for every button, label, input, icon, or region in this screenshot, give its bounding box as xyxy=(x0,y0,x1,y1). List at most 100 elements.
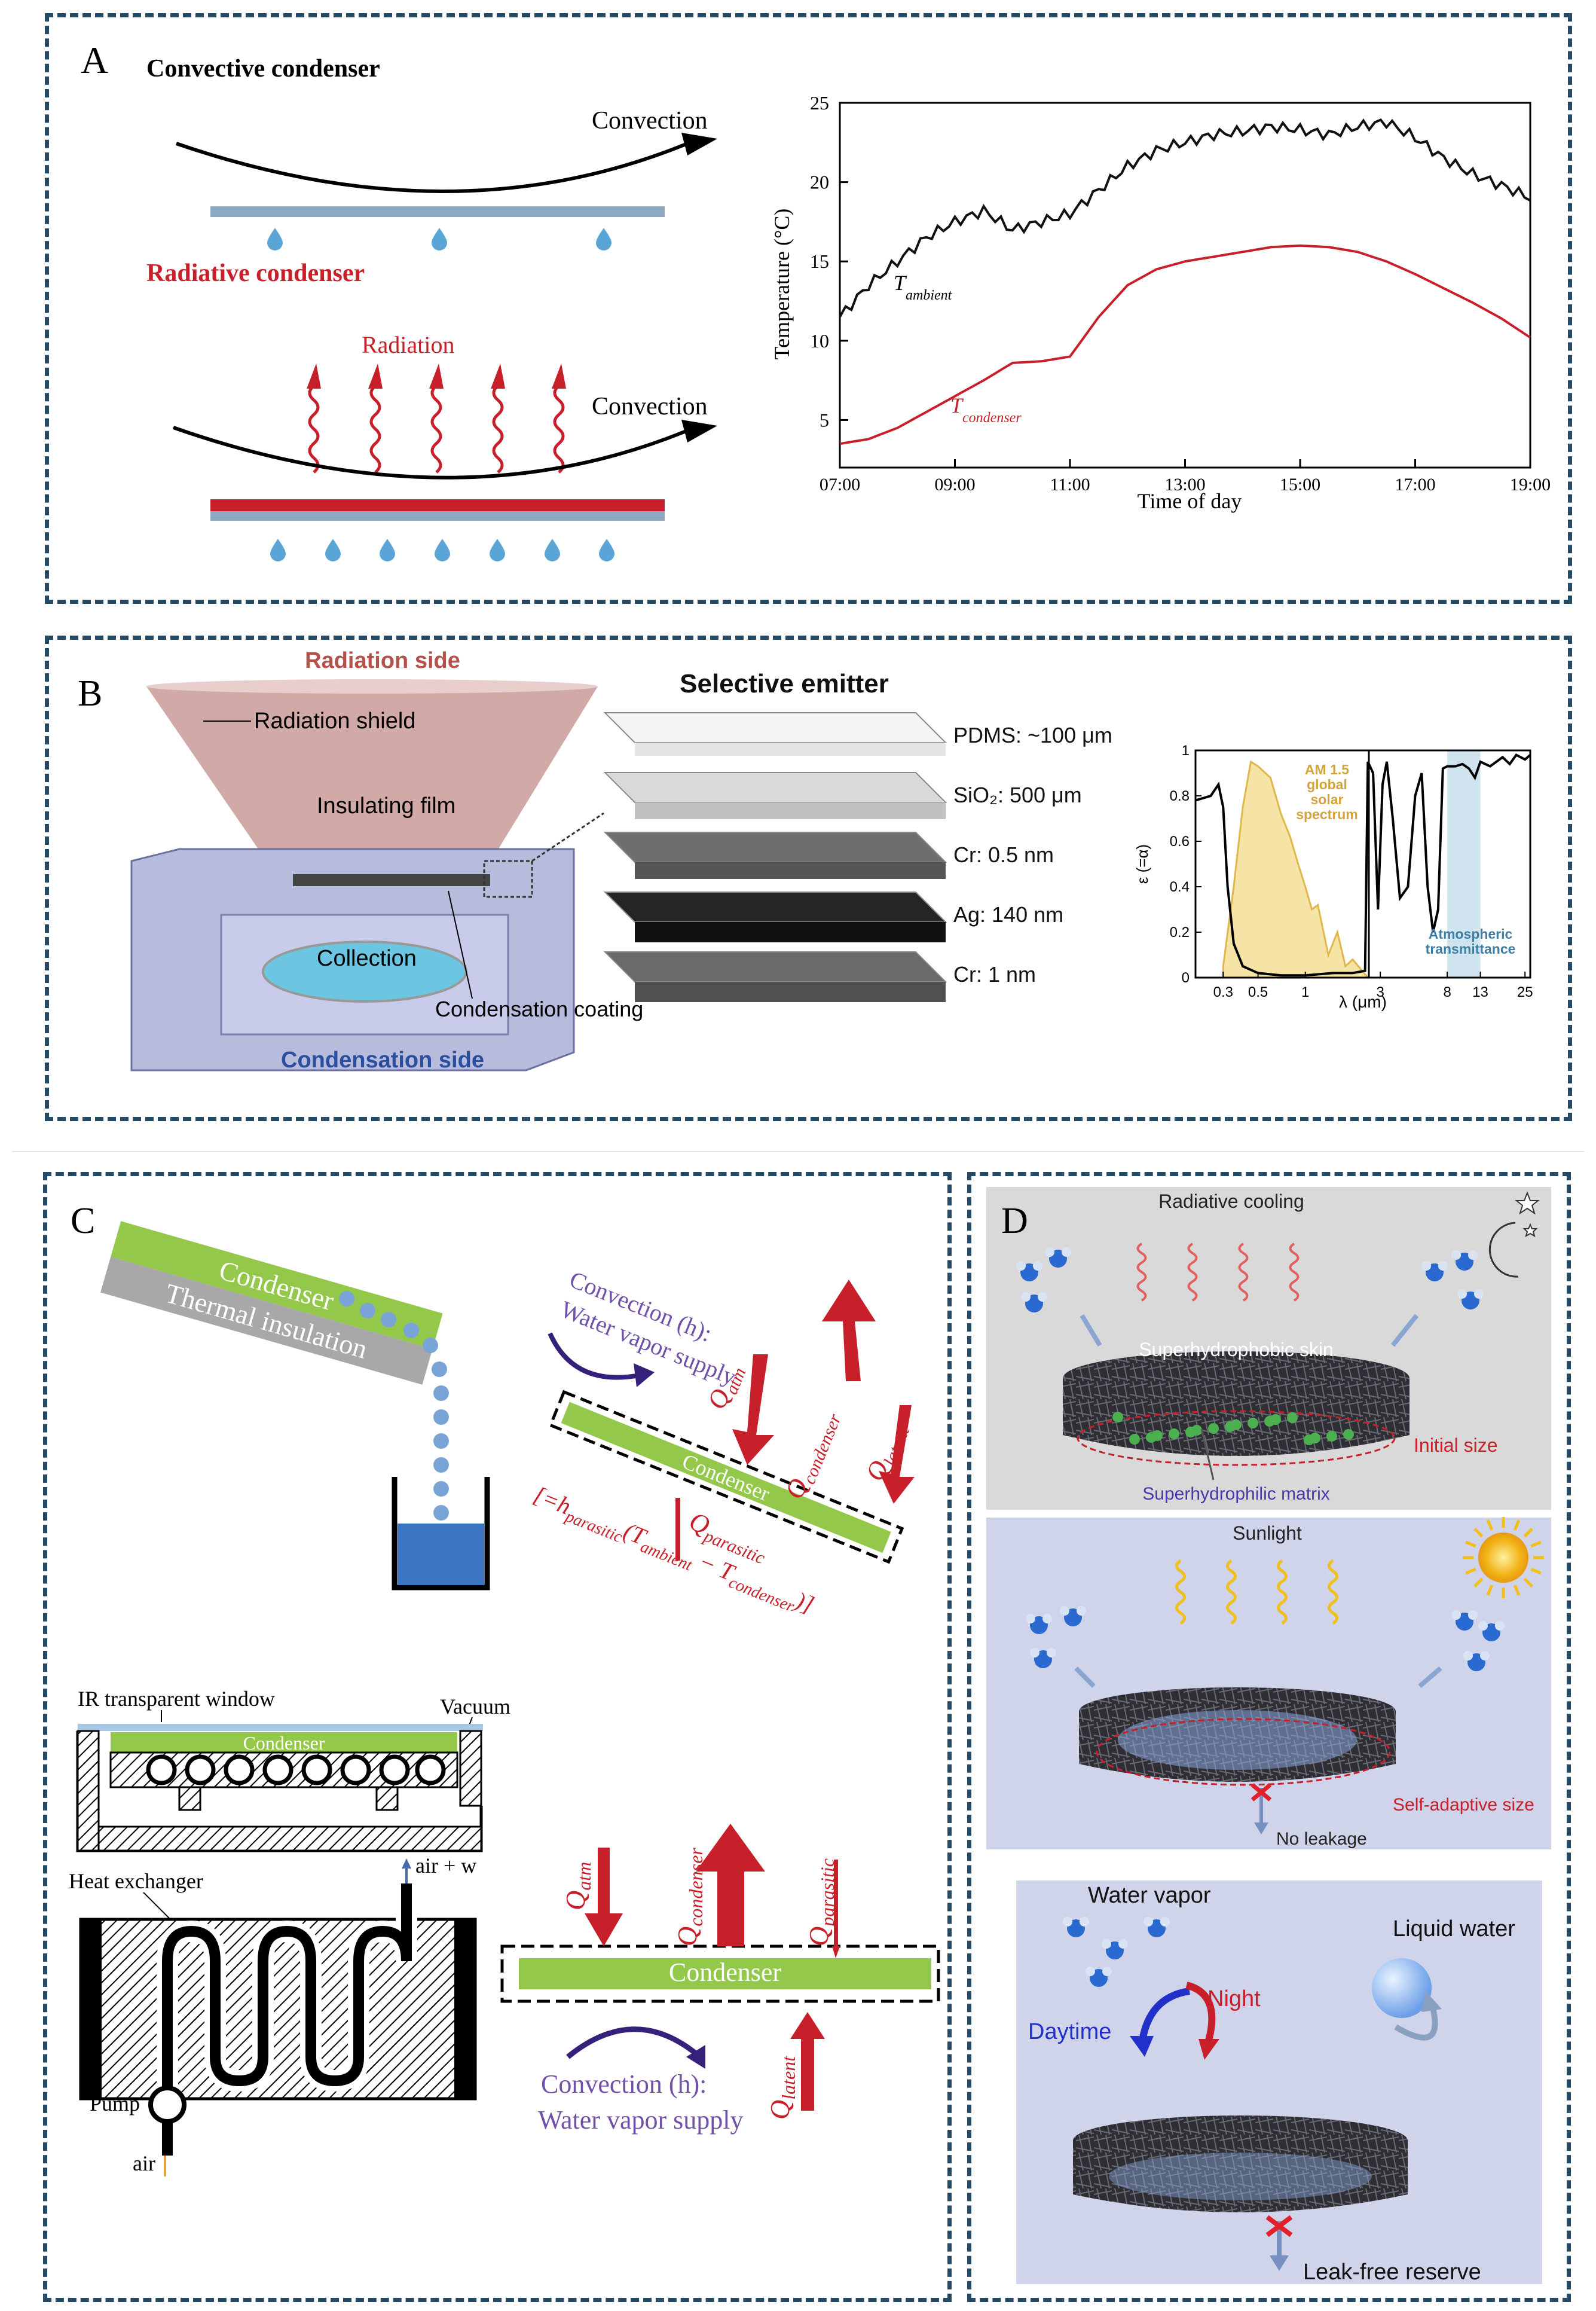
droplet xyxy=(433,1409,449,1425)
separator xyxy=(12,1151,1584,1152)
water-drop xyxy=(596,228,612,251)
vacuum-wall-right xyxy=(459,1730,482,1807)
cooling-waves xyxy=(1136,1242,1300,1302)
q-parasitic-arrow xyxy=(675,1498,680,1561)
hydrophilic-dot xyxy=(1169,1428,1179,1439)
convection-curl-head xyxy=(634,1363,655,1387)
water-drop xyxy=(267,228,283,251)
atmospheric-window xyxy=(1447,750,1481,978)
svg-text:Qcondenser: Qcondenser xyxy=(672,1848,707,1946)
hydrophilic-dot xyxy=(1129,1434,1140,1445)
atmos-line-2: transmittance xyxy=(1426,941,1516,957)
superhydrophobic-skin-label: Superhydrophobic skin xyxy=(1139,1339,1334,1360)
hydrogen-atom xyxy=(1478,1621,1488,1631)
series-emissivity-line xyxy=(1195,753,1531,977)
heat-exchanger-tubes xyxy=(146,1754,446,1785)
am15-line-1: AM 1.5 xyxy=(1305,762,1349,777)
tube-circle xyxy=(340,1754,371,1785)
radiation-arrowhead xyxy=(552,364,566,389)
radiation-wave xyxy=(369,384,381,474)
layer-label: Cr: 0.5 nm xyxy=(953,842,1054,867)
convective-droplets xyxy=(267,228,612,251)
hydrogen-atom xyxy=(1016,1261,1026,1271)
sun-icon xyxy=(1478,1532,1528,1583)
hydrogen-atom xyxy=(1144,1917,1153,1927)
convection-curl-arrow xyxy=(548,1332,640,1380)
water-drop xyxy=(599,539,614,561)
sun-ray xyxy=(1523,1528,1533,1538)
sun-ray xyxy=(1465,1540,1476,1548)
emissivity-bands xyxy=(1447,750,1481,978)
hydrogen-atom xyxy=(1474,1289,1484,1299)
droplet xyxy=(432,1361,447,1377)
panel-b-graphic: B Radiation side Radiation shield Insula… xyxy=(78,648,1533,1073)
self-adaptive-label: Self-adaptive size xyxy=(1393,1795,1534,1815)
ir-window xyxy=(78,1724,483,1731)
hydrogen-atom xyxy=(1421,1261,1431,1271)
layer-label: Ag: 140 nm xyxy=(953,902,1063,927)
q-parasitic-head-2 xyxy=(832,1946,840,1958)
radiation-label: Radiation xyxy=(362,331,455,358)
hydrophilic-dot xyxy=(1343,1429,1354,1440)
water-drop xyxy=(489,539,505,561)
matrix-leader xyxy=(1200,1428,1215,1480)
sunlight-label: Sunlight xyxy=(1233,1522,1302,1544)
no-leak-x-icon xyxy=(1250,1783,1272,1802)
daytime-arrowhead xyxy=(1130,2036,1154,2057)
sun-ray xyxy=(1486,1519,1494,1531)
cooling-wave xyxy=(1136,1242,1147,1302)
hydrogen-atom xyxy=(1047,1648,1056,1657)
x-tick-label: 17:00 xyxy=(1395,475,1435,494)
water-drop xyxy=(325,539,341,561)
y-tick-label: 20 xyxy=(810,172,829,193)
emissivity-chart-frame xyxy=(1194,749,1531,979)
tube-circle xyxy=(301,1754,332,1785)
hydrophilic-dot xyxy=(1112,1412,1123,1422)
radiation-shield-cone xyxy=(146,686,598,882)
initial-size-label: Initial size xyxy=(1414,1434,1498,1456)
x-tick-label: 19:00 xyxy=(1510,475,1551,494)
convection-arrow-2 xyxy=(173,426,689,480)
radiation-arrowhead xyxy=(368,364,383,389)
condenser-label-3: Condenser xyxy=(243,1732,325,1754)
x-tick-label: 3 xyxy=(1376,984,1384,1000)
x-tick-label: 8 xyxy=(1443,984,1451,1000)
convection-label-2: Convection xyxy=(592,393,708,420)
convective-plate xyxy=(210,206,665,217)
sunlight-wave xyxy=(1328,1559,1338,1625)
vacuum-label: Vacuum xyxy=(440,1695,510,1718)
emitter-plate xyxy=(293,874,490,886)
coating-leader xyxy=(448,890,473,999)
disk-side-3 xyxy=(1073,2141,1408,2212)
swollen-core xyxy=(1118,1710,1357,1770)
layer-side xyxy=(635,982,946,1002)
layer-label: SiO₂: 500 μm xyxy=(953,783,1082,807)
hydrogen-atom xyxy=(1026,1614,1035,1623)
condensation-side-label: Condensation side xyxy=(281,1048,484,1073)
water-vapor-supply-label: Water vapor supply xyxy=(538,2105,743,2135)
sunlight-wave xyxy=(1175,1559,1186,1625)
water-vapor-label: Water vapor xyxy=(1088,1883,1211,1908)
radiation-wave xyxy=(430,384,442,474)
radiation-wave xyxy=(492,384,504,474)
x-tick-label: 0.5 xyxy=(1248,984,1268,1000)
radiative-plate xyxy=(210,511,665,521)
q-labels-tilted: Qatm Qcondenser Qlatent Qparasitic [=hpa… xyxy=(530,1365,914,1618)
selective-emitter-title: Selective emitter xyxy=(680,669,889,698)
convection-arc-head xyxy=(686,2045,705,2069)
x-tick-label: 25 xyxy=(1517,984,1533,1000)
water-molecules xyxy=(1016,1247,1505,1987)
radiative-title: Radiative condenser xyxy=(146,260,365,287)
insulating-film-label: Insulating film xyxy=(317,793,455,819)
panel-b-label: B xyxy=(78,673,102,714)
control-volume xyxy=(548,1390,904,1564)
heat-flux-arrows xyxy=(585,1824,840,2111)
droplet xyxy=(381,1312,396,1327)
y-tick-label: 0.4 xyxy=(1170,879,1190,895)
tube-circle xyxy=(224,1754,255,1785)
y-tick-label: 15 xyxy=(810,251,829,272)
hydrogen-atom xyxy=(1080,1917,1089,1927)
